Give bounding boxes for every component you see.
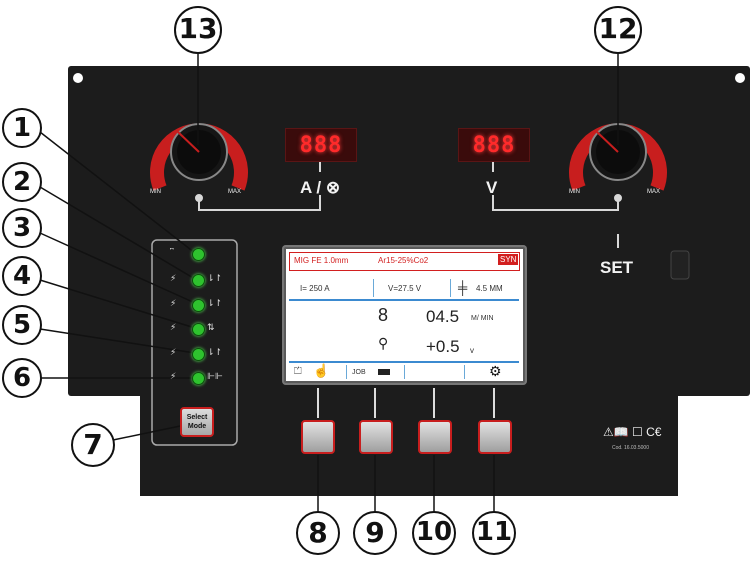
- mounting-hole-left: [73, 73, 83, 83]
- current-display: 888: [285, 128, 357, 162]
- lcd-wire-speed-value: 04.5: [426, 307, 460, 326]
- lcd-header-process: MIG FE 1.0mm: [294, 256, 349, 265]
- set-label: SET: [600, 258, 634, 277]
- callout-11: 11: [475, 517, 513, 547]
- torch-icon: ⚲: [378, 335, 389, 351]
- lcd-job-label: JOB: [352, 369, 366, 376]
- lcd-separator-2: [450, 279, 451, 297]
- lcd-screen: MIG FE 1.0mm Ar15-25%Co2 SYN I= 250 A V=…: [286, 249, 523, 381]
- lcd-thickness-icon: ╪: [458, 280, 468, 295]
- mode-symbol-2: ⚡: [170, 274, 177, 284]
- callout-10: 10: [415, 517, 453, 547]
- mode-symbol-1: ⎴: [170, 249, 174, 259]
- mode-led-group-frame: [151, 239, 238, 446]
- callout-6: 6: [12, 363, 32, 393]
- callout-12: 12: [598, 12, 638, 45]
- lcd-softkey-sep-1: [346, 365, 347, 379]
- mounting-hole-right: [735, 73, 745, 83]
- lcd-display: MIG FE 1.0mm Ar15-25%Co2 SYN I= 250 A V=…: [282, 245, 527, 385]
- settings-gear-icon: ⚙: [489, 363, 502, 379]
- select-mode-button[interactable]: Select Mode: [180, 407, 214, 437]
- knob-left-max: MAX: [228, 189, 242, 195]
- knob-right-min: MIN: [569, 189, 580, 195]
- lcd-wire-speed-unit: M/ MIN: [471, 315, 494, 322]
- memory-icon: [378, 369, 390, 375]
- callout-8: 8: [308, 516, 328, 549]
- mode-symbol-5: ⚡: [170, 348, 177, 358]
- mode-led-1: [192, 248, 205, 261]
- mode-symbol-2b: ⇂↾: [207, 274, 223, 284]
- mode-led-3: [192, 299, 205, 312]
- mode-symbol-5b: ⇂↾: [207, 348, 223, 358]
- lcd-voltage-adj-value: +0.5: [426, 337, 460, 356]
- lcd-current: I= 250 A: [300, 284, 330, 293]
- lcd-softkey-sep-3: [464, 365, 465, 379]
- mig-icon: ⏍: [294, 366, 302, 377]
- knob-left-min: MIN: [150, 189, 161, 195]
- softkey-button-9[interactable]: [359, 420, 393, 454]
- mode-symbol-3b: ⇂↾: [207, 299, 223, 309]
- wire-feed-icon: 8: [378, 305, 389, 325]
- lcd-voltage: V=27.5 V: [388, 284, 422, 293]
- front-panel-lower: [140, 396, 678, 496]
- lcd-header-gas: Ar15-25%Co2: [378, 256, 429, 265]
- lcd-header-frame: [289, 252, 520, 271]
- certification-code: Cod. 16.03.5000: [612, 445, 649, 451]
- callout-7: 7: [83, 428, 103, 461]
- lcd-separator-1: [373, 279, 374, 297]
- knob-right-max: MAX: [647, 189, 661, 195]
- mode-led-5: [192, 348, 205, 361]
- button-stems: [317, 388, 495, 418]
- callout-4: 4: [12, 261, 32, 291]
- callout-9: 9: [365, 516, 385, 549]
- mode-led-6: [192, 372, 205, 385]
- mode-symbol-3: ⚡: [170, 299, 177, 309]
- softkey-button-8[interactable]: [301, 420, 335, 454]
- select-mode-line2: Mode: [187, 423, 207, 430]
- voltage-display-label: V: [486, 178, 498, 197]
- current-display-label: A / ⊗: [300, 178, 341, 197]
- softkey-button-11[interactable]: [478, 420, 512, 454]
- callout-5: 5: [12, 310, 32, 340]
- leader-lines: [39, 53, 619, 512]
- lcd-rule-bottom: [289, 361, 519, 363]
- mode-symbol-4: ⚡: [170, 323, 177, 333]
- hand-icon: ☝: [313, 363, 330, 378]
- callout-1: 1: [12, 113, 32, 143]
- certification-marks: ⚠📖 ☐ C€: [603, 425, 662, 439]
- lcd-voltage-adj-unit: v: [470, 346, 474, 355]
- callout-13: 13: [178, 12, 218, 45]
- select-mode-line1: Select: [186, 414, 208, 421]
- mode-symbol-4b: ⇅: [207, 323, 215, 333]
- callout-3: 3: [12, 213, 32, 243]
- softkey-button-10[interactable]: [418, 420, 452, 454]
- lcd-header-syn: SYN: [498, 254, 519, 265]
- voltage-display: 888: [458, 128, 530, 162]
- knob-current[interactable]: [150, 123, 248, 191]
- mode-symbol-6: ⚡: [170, 372, 177, 382]
- lcd-softkey-sep-2: [404, 365, 405, 379]
- lcd-thickness: 4.5 MM: [476, 284, 503, 293]
- lcd-rule-top: [289, 299, 519, 301]
- mode-symbol-6b: ⊩⊩: [207, 372, 223, 382]
- mode-led-4: [192, 323, 205, 336]
- callout-circles: [2, 6, 642, 555]
- side-socket: [670, 250, 690, 280]
- connector-lines: [195, 162, 622, 248]
- mode-led-2: [192, 274, 205, 287]
- callout-2: 2: [12, 167, 32, 197]
